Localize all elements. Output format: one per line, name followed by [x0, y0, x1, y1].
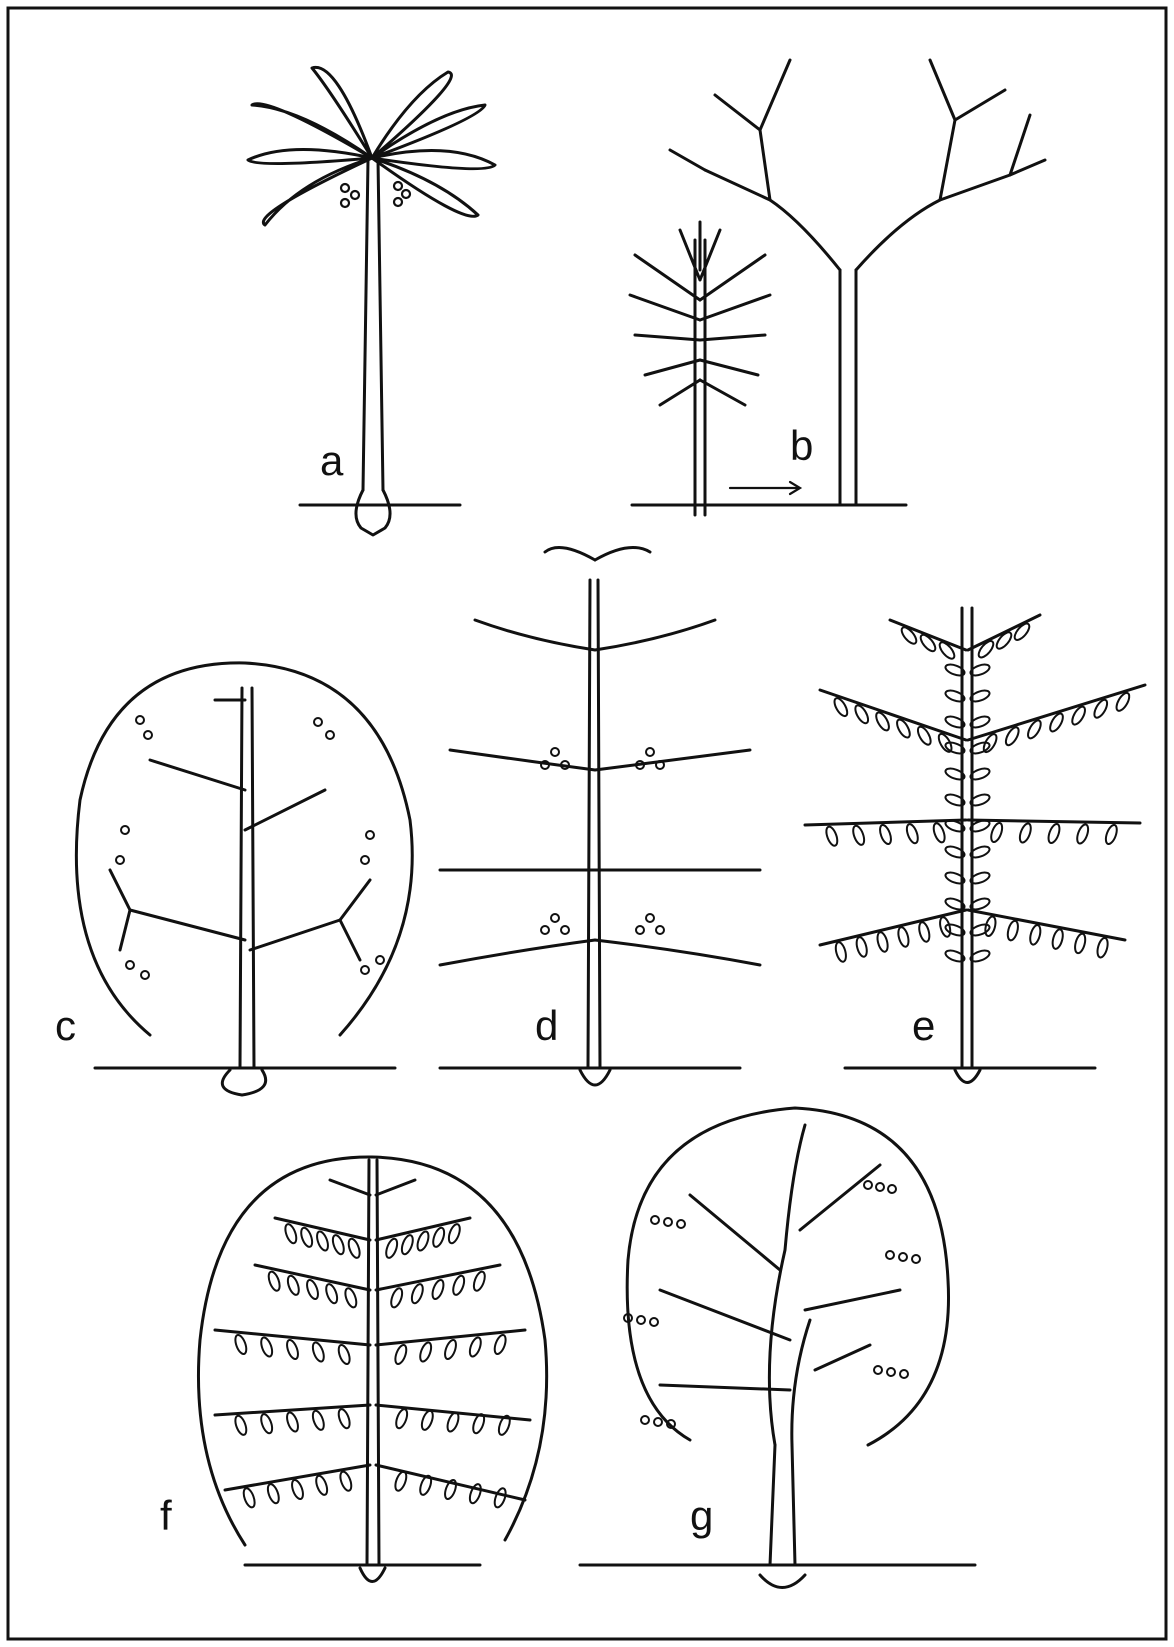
label-c: c	[55, 1002, 76, 1049]
label-d: d	[535, 1002, 558, 1049]
label-a: a	[320, 437, 344, 484]
plate-border	[8, 8, 1166, 1639]
label-e: e	[912, 1002, 935, 1049]
label-f: f	[160, 1492, 172, 1539]
label-g: g	[690, 1492, 713, 1539]
label-b: b	[790, 422, 813, 469]
